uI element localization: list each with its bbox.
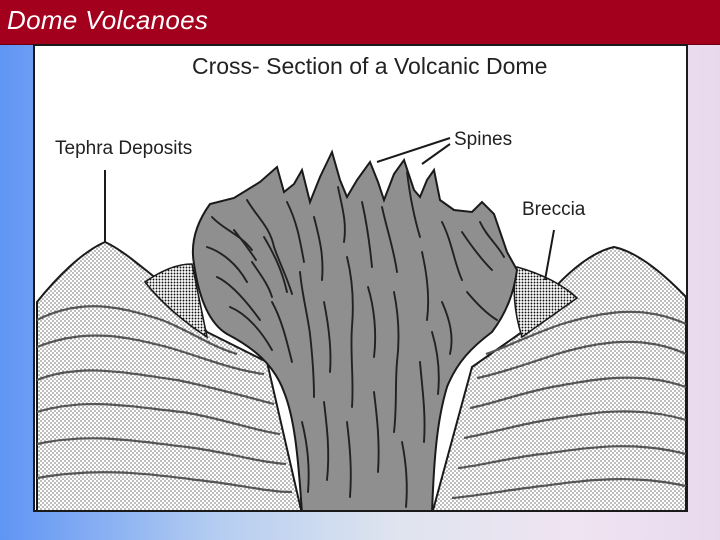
spines-pointer-1 (377, 138, 450, 162)
volcanic-dome-diagram: Cross- Section of a Volcanic Dome Tephra… (35, 46, 686, 510)
tephra-label: Tephra Deposits (55, 138, 192, 159)
spines-pointer-2 (422, 144, 450, 164)
diagram-heading: Cross- Section of a Volcanic Dome (192, 53, 547, 79)
breccia-pointer (545, 230, 554, 280)
title-bar: Dome Volcanoes (0, 0, 720, 45)
diagram-frame: Cross- Section of a Volcanic Dome Tephra… (33, 44, 688, 512)
breccia-label: Breccia (522, 199, 586, 220)
slide-title: Dome Volcanoes (7, 5, 208, 36)
spines-label: Spines (454, 129, 512, 150)
